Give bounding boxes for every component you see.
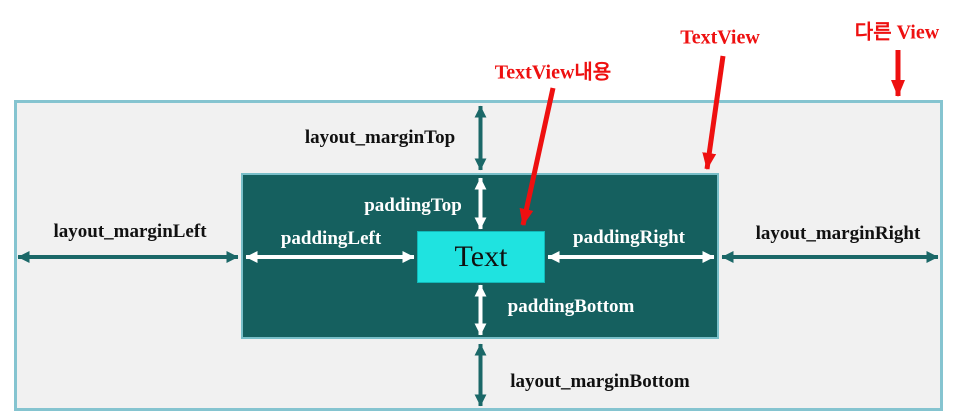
padding-right-label: paddingRight (573, 227, 685, 248)
text-content-label: Text (454, 240, 508, 273)
padding-bottom-label: paddingBottom (507, 296, 635, 317)
margin-left-label: layout_marginLeft (53, 221, 207, 242)
margin-right-label: layout_marginRight (755, 223, 921, 244)
padding-left-label: paddingLeft (280, 228, 382, 249)
margin-bottom-label: layout_marginBottom (510, 371, 690, 392)
other-view-annotation-label: 다른 View (854, 21, 940, 44)
content-annotation-label: TextView내용 (494, 61, 612, 84)
text-content-box: Text (417, 231, 545, 283)
margin-top-label: layout_marginTop (304, 127, 456, 148)
padding-top-label: paddingTop (364, 195, 462, 216)
textview-annotation-label: TextView (680, 26, 760, 49)
